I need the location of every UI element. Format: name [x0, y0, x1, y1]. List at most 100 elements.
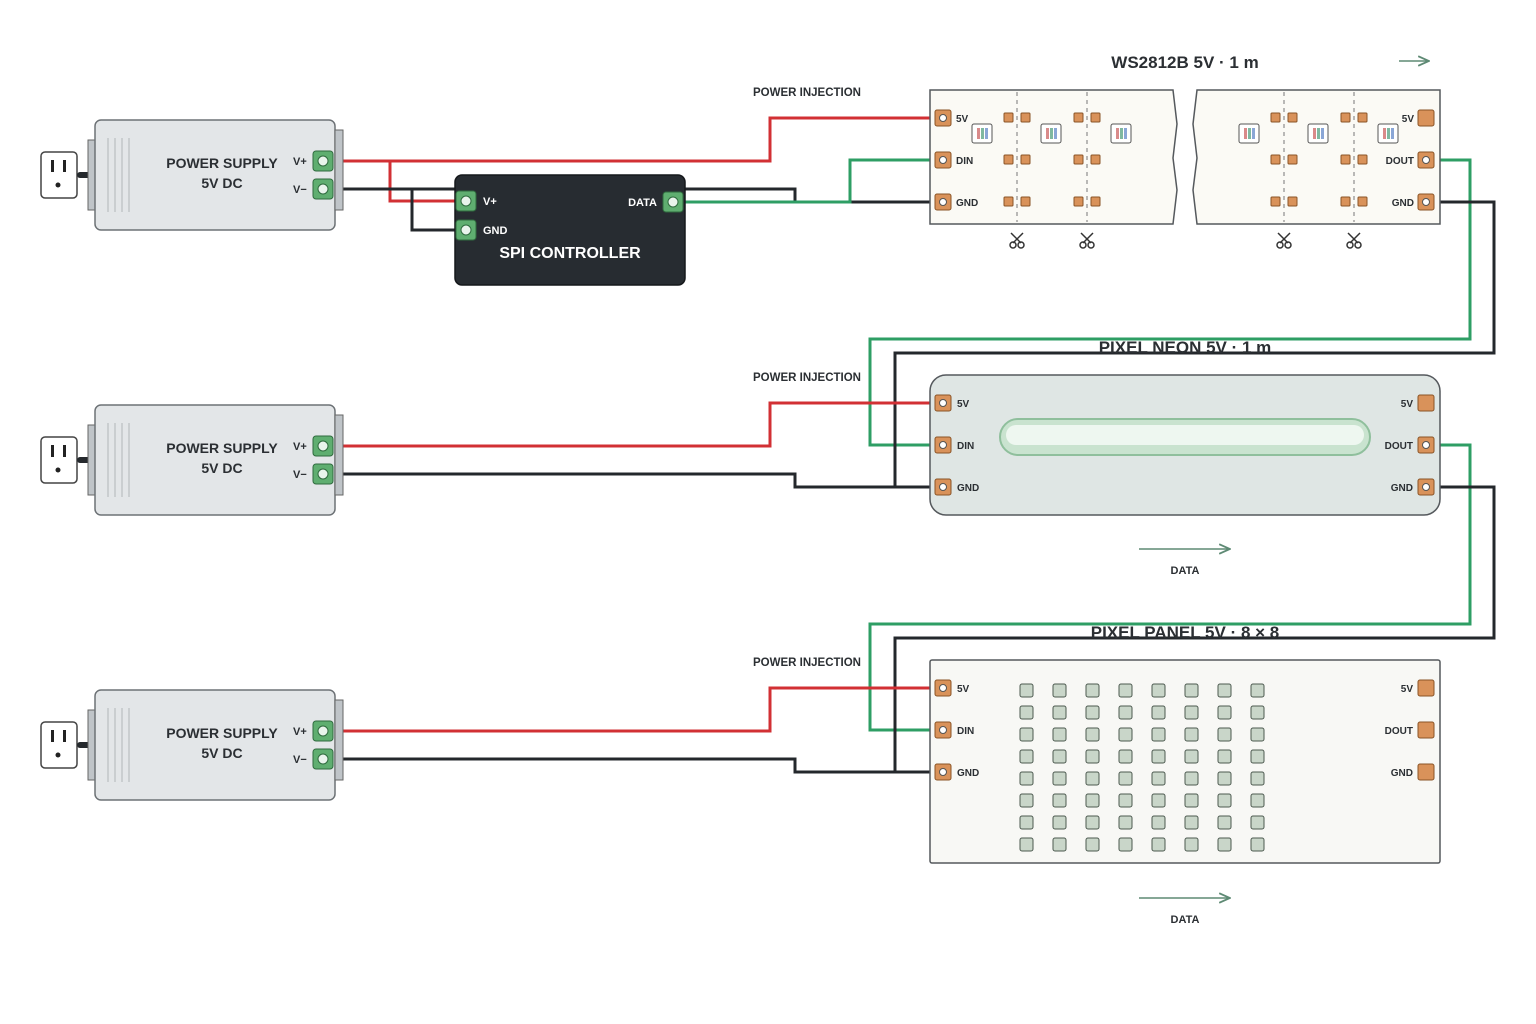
- scissors-icon: [1079, 232, 1095, 249]
- data-direction-label: DATA: [1171, 565, 1200, 577]
- pixel-led: [1184, 837, 1199, 852]
- pad-label: 5V: [957, 399, 970, 410]
- led-chip-icon: [1377, 123, 1399, 144]
- pixel-led: [1052, 793, 1067, 808]
- pixel-led: [1217, 683, 1232, 698]
- ground-wire: [322, 757, 943, 774]
- scissors-icon: [1009, 232, 1025, 249]
- pixel-grid: [1019, 683, 1265, 852]
- power-injection-label: POWER INJECTION: [753, 87, 861, 99]
- psu-title: POWER SUPPLY: [166, 440, 278, 456]
- pad-label: DIN: [956, 156, 973, 167]
- pad-label: 5V: [957, 684, 970, 695]
- power-supply: POWER SUPPLY 5V DC V+ V−: [40, 119, 344, 231]
- power-supply: POWER SUPPLY 5V DC V+ V−: [40, 404, 344, 516]
- vplus-label: V+: [293, 156, 307, 168]
- pad-5v-out[interactable]: [1417, 109, 1435, 127]
- pixel-led: [1052, 749, 1067, 764]
- pixel-led: [1184, 793, 1199, 808]
- pixel-led: [1019, 815, 1034, 830]
- pixel-led: [1250, 705, 1265, 720]
- power-wire: [322, 686, 943, 733]
- psu-voltage: 5V DC: [201, 745, 242, 761]
- pixel-led: [1118, 749, 1133, 764]
- controller-vplus-label: V+: [483, 196, 497, 208]
- pixel-led: [1151, 815, 1166, 830]
- pixel-led: [1052, 705, 1067, 720]
- pad-label: 5V: [1402, 114, 1415, 125]
- controller-body: [454, 174, 686, 286]
- panel-title: PIXEL PANEL 5V · 8 × 8: [1091, 623, 1280, 642]
- power-supply: POWER SUPPLY 5V DC V+ V−: [40, 689, 344, 801]
- pixel-led: [1250, 837, 1265, 852]
- pixel-neon: PIXEL NEON 5V · 1 m 5V DIN GND 5V DOUT G…: [929, 338, 1441, 577]
- vminus-label: V−: [293, 754, 307, 766]
- pad-label: GND: [956, 198, 978, 209]
- pad-gnd-out[interactable]: [1417, 763, 1435, 781]
- psu-voltage: 5V DC: [201, 460, 242, 476]
- pixel-led: [1217, 771, 1232, 786]
- ground-wire: [685, 187, 943, 204]
- data-wire: [868, 158, 1472, 447]
- ground-wire: [410, 189, 466, 232]
- pad-5v-out[interactable]: [1417, 394, 1435, 412]
- pad-label: 5V: [1401, 399, 1414, 410]
- spi-controller: V+ GND DATA SPI CONTROLLER: [454, 174, 686, 286]
- pixel-led: [1118, 727, 1133, 742]
- controller-title: SPI CONTROLLER: [499, 245, 641, 262]
- pixel-led: [1184, 705, 1199, 720]
- pad-label: DIN: [957, 726, 974, 737]
- pixel-led: [1250, 683, 1265, 698]
- power-wire: [322, 116, 943, 163]
- pixel-led: [1184, 683, 1199, 698]
- wires: [322, 116, 1496, 774]
- pixel-led: [1151, 727, 1166, 742]
- pad-label: GND: [1392, 198, 1414, 209]
- pixel-led: [1085, 771, 1100, 786]
- pixel-led: [1250, 793, 1265, 808]
- pixel-led: [1151, 837, 1166, 852]
- power-injection-label: POWER INJECTION: [753, 657, 861, 669]
- pixel-led: [1250, 815, 1265, 830]
- vplus-label: V+: [293, 441, 307, 453]
- strip-title: WS2812B 5V · 1 m: [1111, 53, 1258, 72]
- pixel-led: [1019, 683, 1034, 698]
- pixel-led: [1118, 771, 1133, 786]
- ground-wire: [322, 472, 943, 489]
- controller-data-label: DATA: [628, 197, 657, 209]
- pixel-led: [1118, 705, 1133, 720]
- pad-label: GND: [957, 768, 979, 779]
- pixel-led: [1019, 771, 1034, 786]
- pixel-panel: PIXEL PANEL 5V · 8 × 8 5V DIN GND 5V DOU…: [929, 623, 1441, 926]
- vplus-label: V+: [293, 726, 307, 738]
- led-chips: [971, 123, 1399, 144]
- pixel-led: [1217, 793, 1232, 808]
- pixel-led: [1118, 815, 1133, 830]
- pad-label: 5V: [1401, 684, 1414, 695]
- pad-label: GND: [1391, 483, 1413, 494]
- pixel-led: [1085, 749, 1100, 764]
- pad-5v-out[interactable]: [1417, 679, 1435, 697]
- pixel-led: [1019, 837, 1034, 852]
- led-chip-icon: [971, 123, 993, 144]
- pixel-led: [1184, 749, 1199, 764]
- pixel-led: [1250, 771, 1265, 786]
- power-injection-label: POWER INJECTION: [753, 372, 861, 384]
- pad-label: 5V: [956, 114, 969, 125]
- pixel-led: [1217, 749, 1232, 764]
- data-direction-label: DATA: [1171, 914, 1200, 926]
- pixel-led: [1151, 749, 1166, 764]
- pad-label: GND: [1391, 768, 1413, 779]
- pixel-led: [1085, 683, 1100, 698]
- pixel-led: [1085, 793, 1100, 808]
- pad-dout[interactable]: [1417, 721, 1435, 739]
- pixel-led: [1052, 683, 1067, 698]
- pixel-led: [1217, 837, 1232, 852]
- data-wire: [673, 158, 943, 204]
- outlet-icon: [40, 436, 97, 484]
- pixel-led: [1085, 815, 1100, 830]
- psu-title: POWER SUPPLY: [166, 155, 278, 171]
- pixel-led: [1019, 727, 1034, 742]
- scissors-icon: [1276, 232, 1292, 249]
